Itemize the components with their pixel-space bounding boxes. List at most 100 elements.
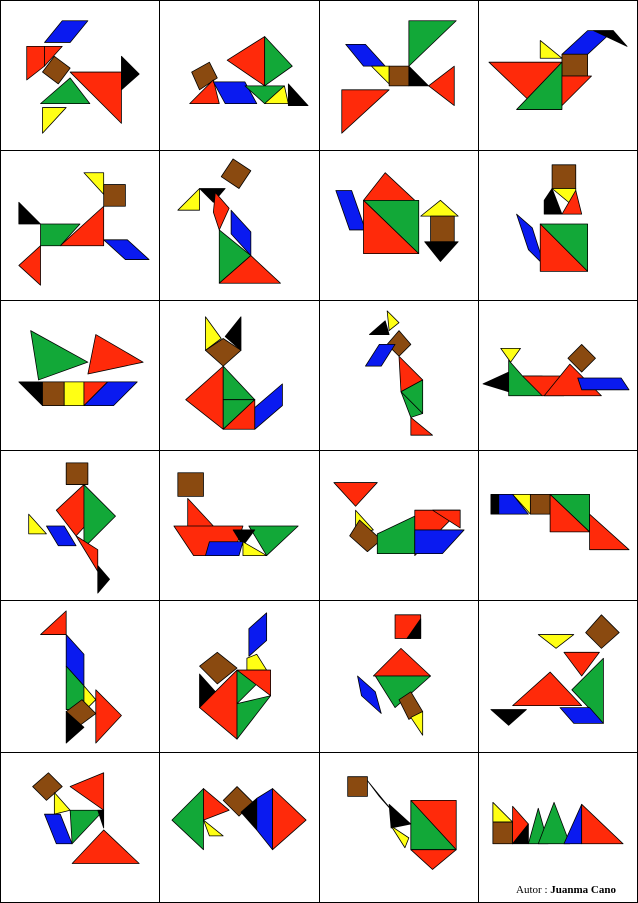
tangram-piece (212, 192, 230, 231)
tangram-piece (203, 788, 230, 821)
tangram-card (319, 150, 479, 301)
tangram-piece (272, 788, 307, 851)
tangram-piece (410, 711, 424, 736)
tangram-piece (40, 223, 81, 247)
tangram-piece (428, 65, 455, 106)
tangram-piece (264, 85, 289, 105)
tangram-piece (189, 79, 220, 105)
tangram-piece (386, 310, 400, 331)
tangram-figure (490, 614, 620, 726)
tangram-card (0, 0, 160, 151)
tangram-piece (220, 158, 252, 189)
tangram-figure (199, 612, 271, 740)
tangram-figure (26, 20, 140, 134)
author-label: Autor : (516, 884, 548, 896)
tangram-piece (482, 371, 510, 393)
tangram-piece (559, 707, 604, 724)
tangram-piece (561, 53, 588, 77)
tangram-piece (218, 255, 281, 284)
tangram-piece (581, 803, 624, 845)
tangram-piece (40, 610, 67, 635)
tangram-piece (408, 65, 429, 87)
tangram-piece (226, 36, 266, 87)
tangram-piece (563, 803, 583, 845)
tangram-piece (571, 657, 604, 724)
tangram-piece (121, 55, 140, 91)
tangram-piece (248, 612, 268, 657)
tangram-piece (577, 377, 630, 391)
tangram-figure (488, 30, 628, 110)
tangram-piece (585, 614, 620, 649)
tangram-piece (224, 316, 242, 351)
tangram-piece (372, 647, 431, 677)
tangram-card (159, 0, 320, 151)
tangram-card (478, 300, 638, 451)
tangram-figure (492, 801, 624, 845)
tangram-card (478, 752, 638, 903)
tangram-piece (44, 45, 63, 67)
tangram-piece (18, 381, 43, 406)
tangram-piece (374, 675, 431, 708)
tangram-figure (189, 36, 309, 106)
tangram-piece (205, 316, 222, 351)
tangram-piece (65, 711, 85, 744)
tangram-piece (40, 77, 91, 105)
tangram-card (159, 752, 320, 903)
tangram-piece (363, 172, 416, 201)
tangram-piece (69, 772, 105, 811)
tangram-piece (432, 509, 461, 529)
tangram-piece (400, 391, 424, 418)
tangram-piece (408, 20, 457, 67)
tangram-piece (376, 515, 416, 555)
tangram-piece (287, 83, 309, 106)
tangram-piece (42, 107, 67, 134)
tangram-figure (490, 494, 630, 551)
tangram-piece (103, 184, 126, 207)
tangram-piece (191, 61, 218, 91)
tangram-piece (185, 365, 224, 430)
tangram-piece (256, 788, 273, 851)
tangram-figure (347, 776, 457, 870)
tangram-piece (248, 525, 299, 556)
tangram-figure (335, 172, 459, 262)
author-name: Juanma Cano (550, 884, 616, 896)
tangram-piece (369, 320, 390, 335)
tangram-piece (549, 494, 590, 533)
tangram-piece (171, 788, 204, 851)
tangram-figure (333, 482, 465, 556)
tangram-piece (199, 188, 226, 203)
tangram-piece (420, 199, 459, 217)
tangram-piece (83, 172, 105, 195)
tangram-piece (347, 776, 368, 797)
tangram-piece (222, 365, 256, 401)
tangram-figure (365, 310, 433, 436)
tangram-piece (333, 482, 378, 507)
tangram-piece (59, 205, 105, 247)
tangram-piece (177, 472, 204, 497)
tangram-piece (349, 519, 382, 553)
tangram-piece (53, 792, 71, 815)
tangram-card (0, 450, 160, 601)
tangram-piece (83, 381, 138, 406)
tangram-piece (424, 241, 459, 262)
tangram-piece (390, 825, 410, 849)
tangram-piece (63, 381, 85, 406)
tangram-card (319, 450, 479, 601)
tangram-piece (97, 565, 110, 594)
tangram-piece (512, 671, 583, 707)
tangram-piece (341, 89, 390, 134)
tangram-piece (236, 695, 271, 740)
tangram-figure (18, 330, 144, 406)
tangram-piece (567, 344, 596, 373)
tangram-figure (171, 786, 307, 851)
tangram-piece (83, 484, 116, 549)
tangram-piece (203, 819, 224, 837)
tangram-piece (561, 190, 583, 215)
tangram-piece (539, 223, 588, 272)
tangram-piece (512, 823, 529, 845)
tangram-figure (32, 772, 140, 864)
tangram-piece (363, 199, 420, 255)
tangram-card (159, 450, 320, 601)
tangram-figure (482, 344, 630, 397)
